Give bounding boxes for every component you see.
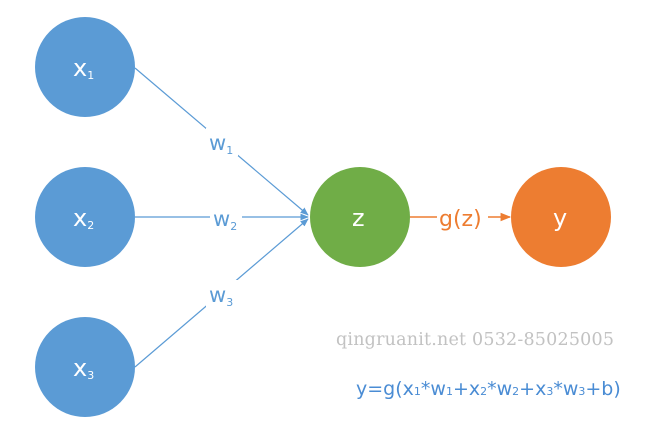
input-node-x2: x2 bbox=[35, 167, 135, 267]
output-formula: y=g(x1*w1+x2*w2+x3*w3+b) bbox=[356, 378, 621, 400]
svg-text:x3: x3 bbox=[73, 354, 94, 382]
watermark-text: qingruanit.net 0532-85025005 bbox=[336, 330, 615, 350]
svg-text:z: z bbox=[352, 204, 365, 232]
output-node-y: y bbox=[511, 167, 611, 267]
weight-label-w2: w2 bbox=[213, 207, 237, 233]
svg-text:y: y bbox=[553, 204, 567, 232]
weight-label-w3: w3 bbox=[209, 283, 233, 309]
sum-node-z: z bbox=[310, 167, 410, 267]
activation-label: g(z) bbox=[439, 207, 482, 232]
input-node-x1: x1 bbox=[35, 17, 135, 117]
svg-text:x1: x1 bbox=[73, 54, 94, 82]
weight-label-w1: w1 bbox=[209, 131, 233, 157]
input-node-x3: x3 bbox=[35, 317, 135, 417]
svg-text:x2: x2 bbox=[73, 204, 94, 232]
